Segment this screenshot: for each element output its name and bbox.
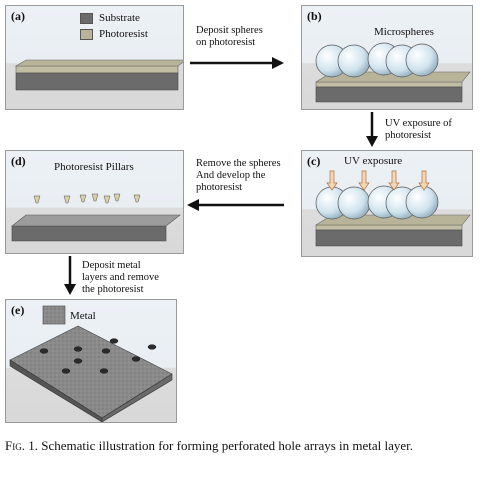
panel-label: (e) xyxy=(11,303,25,317)
step-line: Remove the spheres xyxy=(196,158,281,169)
holes xyxy=(39,338,157,374)
metal-swatch xyxy=(42,305,66,325)
pillars xyxy=(33,193,141,204)
panel-d: (d) Photoresist Pillars xyxy=(5,150,184,254)
step-line: the photoresist xyxy=(82,284,144,295)
figure-caption: Fig. 1. Schematic illustration for formi… xyxy=(5,436,483,455)
microspheres-on-photoresist xyxy=(314,42,471,103)
panel-label: (c) xyxy=(307,154,321,168)
step-a-to-b: Deposit spheres on photoresist xyxy=(196,25,263,49)
step-d-to-e: Deposit metal layers and remove the phot… xyxy=(82,260,159,296)
step-line: photoresist xyxy=(196,182,243,193)
step-b-to-c: UV exposure of photoresist xyxy=(385,118,452,142)
panel-label: (b) xyxy=(307,9,322,23)
step-line: on photoresist xyxy=(196,37,256,48)
panel-label: (a) xyxy=(11,9,25,23)
legend-photoresist: Photoresist xyxy=(80,28,148,40)
step-line: photoresist xyxy=(385,130,432,141)
arrow-down xyxy=(64,256,76,295)
step-line: And develop the xyxy=(196,170,266,181)
panel-c: (c) UV exposure xyxy=(301,150,473,257)
metal-label: Metal xyxy=(70,310,96,322)
legend-photoresist-label: Photoresist xyxy=(99,28,148,40)
substrate-swatch xyxy=(80,12,93,24)
legend-substrate: Substrate xyxy=(80,12,140,24)
step-line: layers and remove xyxy=(82,272,159,283)
photoresist-swatch xyxy=(80,28,93,40)
photoresist-pillars-scene xyxy=(11,193,181,242)
arrow-left xyxy=(187,199,284,211)
substrate-photoresist-slab xyxy=(14,59,183,91)
panel-e: (e) Metal xyxy=(5,299,177,423)
legend-substrate-label: Substrate xyxy=(99,12,140,24)
caption-prefix: Fig. 1. xyxy=(5,438,38,453)
step-c-to-d: Remove the spheres And develop the photo… xyxy=(196,158,281,194)
metal-layer-holes xyxy=(9,305,173,422)
step-line: Deposit metal xyxy=(82,260,141,271)
photoresist-pillars-label: Photoresist Pillars xyxy=(54,161,134,173)
uv-exposure-scene xyxy=(314,170,471,247)
uv-exposure-label: UV exposure xyxy=(344,155,403,167)
step-line: UV exposure of xyxy=(385,118,452,129)
panel-b: (b) Microspheres xyxy=(301,5,473,110)
arrow-right xyxy=(190,57,284,69)
microspheres-label: Microspheres xyxy=(374,26,434,38)
panel-a: (a) Substrate Photoresist xyxy=(5,5,184,110)
uv-arrows xyxy=(326,170,430,191)
arrow-down xyxy=(366,112,378,147)
step-line: Deposit spheres xyxy=(196,25,263,36)
panel-label: (d) xyxy=(11,154,26,168)
caption-text: Schematic illustration for forming perfo… xyxy=(41,438,414,453)
